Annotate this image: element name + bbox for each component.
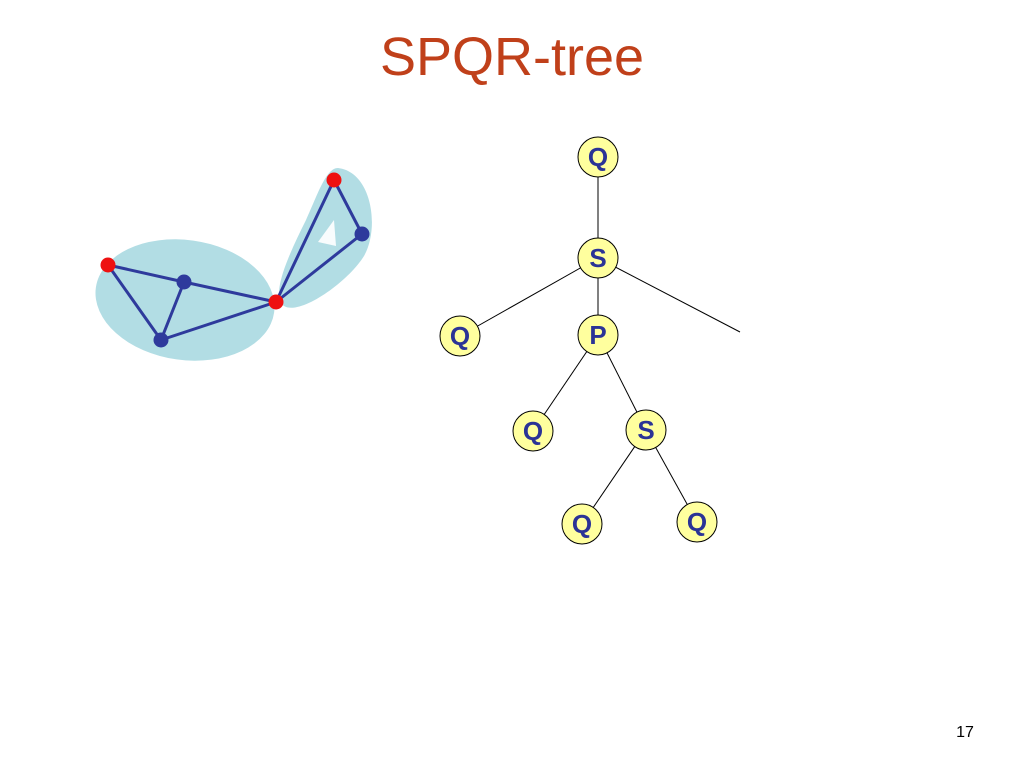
tree-node-root: Q <box>577 136 619 178</box>
graph-vertices <box>100 172 370 348</box>
graph-edge <box>274 178 336 304</box>
graph-edge <box>274 232 364 304</box>
graph-edge <box>106 263 186 284</box>
graph-edge <box>182 280 278 304</box>
graph-edge <box>159 300 278 342</box>
tree-node-p1: P <box>577 314 619 356</box>
tree-node-label: Q <box>523 416 543 446</box>
blob-notch <box>318 220 336 246</box>
tree-node-q-left: Q <box>439 315 481 357</box>
graph-vertex <box>176 274 192 290</box>
tree-edge-open <box>597 257 741 333</box>
tree-node-s1: S <box>577 237 619 279</box>
spqr-tree: Q S Q P Q S Q <box>439 136 741 545</box>
graph-edges <box>106 178 364 342</box>
tree-node-label: S <box>637 415 654 445</box>
page-number: 17 <box>956 724 974 741</box>
graph-edge <box>159 280 186 342</box>
graph-vertex <box>354 226 370 242</box>
tree-node-label: Q <box>450 321 470 351</box>
graph-vertex <box>153 332 169 348</box>
tree-node-label: Q <box>572 509 592 539</box>
tree-node-label: Q <box>588 142 608 172</box>
cut-vertex <box>326 172 342 188</box>
slide-title: SPQR-tree <box>379 27 645 87</box>
tree-node-q-bottom-right: Q <box>676 501 718 543</box>
tree-node-q-bottom-left: Q <box>561 503 603 545</box>
graph-edge <box>332 178 364 236</box>
tree-node-s2: S <box>625 409 667 451</box>
graph-illustration <box>95 168 372 361</box>
cut-vertex <box>268 294 284 310</box>
tree-node-q-mid: Q <box>512 410 554 452</box>
tree-node-label: Q <box>687 507 707 537</box>
tree-edge <box>459 257 599 337</box>
tree-node-label: P <box>589 320 606 350</box>
component-blob-left <box>95 239 275 361</box>
tree-node-label: S <box>589 243 606 273</box>
graph-edge <box>106 263 163 342</box>
cut-vertex <box>100 257 116 273</box>
